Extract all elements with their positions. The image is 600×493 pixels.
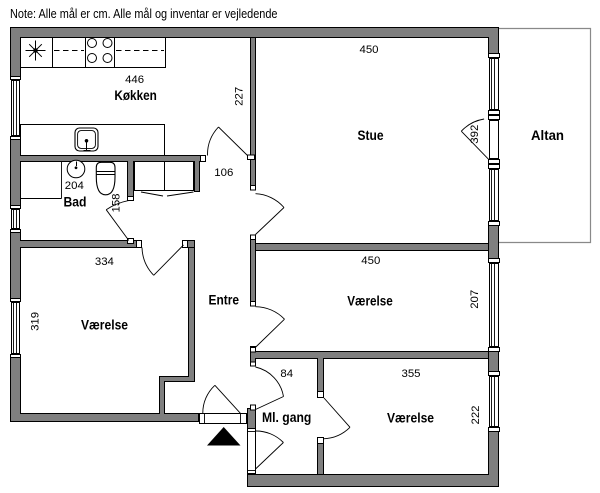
- svg-text:204: 204: [65, 180, 84, 192]
- svg-text:334: 334: [95, 256, 114, 268]
- svg-text:Køkken: Køkken: [114, 87, 157, 103]
- svg-text:355: 355: [401, 368, 420, 380]
- svg-text:106: 106: [214, 167, 233, 179]
- svg-text:222: 222: [470, 405, 482, 424]
- svg-text:84: 84: [280, 368, 293, 380]
- svg-text:319: 319: [30, 312, 42, 331]
- svg-text:446: 446: [125, 74, 144, 86]
- svg-text:227: 227: [233, 87, 245, 106]
- svg-text:Værelse: Værelse: [387, 409, 434, 425]
- svg-text:Entre: Entre: [209, 292, 240, 308]
- svg-text:Altan: Altan: [531, 127, 564, 143]
- svg-text:450: 450: [361, 255, 380, 267]
- svg-text:Værelse: Værelse: [347, 292, 393, 308]
- svg-text:Bad: Bad: [64, 194, 87, 210]
- svg-text:Værelse: Værelse: [81, 317, 128, 333]
- svg-text:392: 392: [469, 125, 481, 144]
- svg-text:158: 158: [110, 193, 122, 212]
- svg-text:Stue: Stue: [358, 127, 384, 143]
- svg-text:450: 450: [359, 44, 378, 56]
- svg-text:Note: Alle mål er cm. Alle mål: Note: Alle mål er cm. Alle mål og invent…: [10, 6, 278, 21]
- svg-text:207: 207: [469, 290, 481, 309]
- svg-text:Ml. gang: Ml. gang: [262, 409, 311, 425]
